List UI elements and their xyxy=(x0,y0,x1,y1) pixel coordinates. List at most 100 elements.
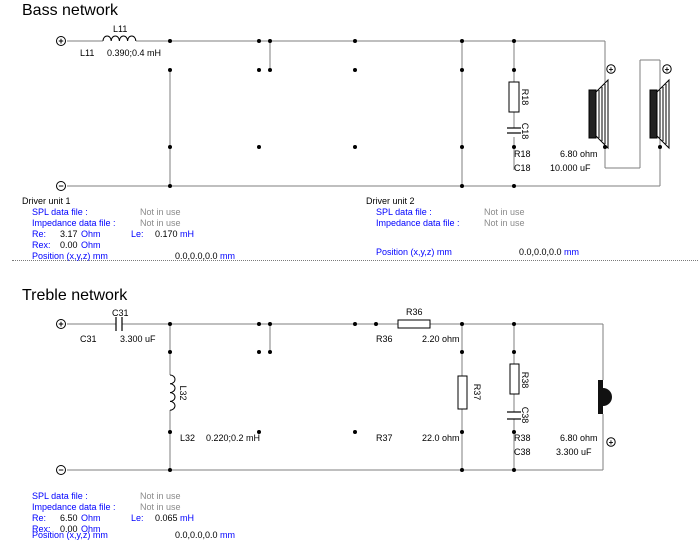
treble-le-unit: mH xyxy=(180,513,194,523)
c31-label-top: C31 xyxy=(112,308,129,318)
driver1-impedance-value: Not in use xyxy=(140,218,181,228)
treble-schematic: + − C31 C31 3.300 uF L32 L32 0.220;0.2 m… xyxy=(56,307,616,475)
r38-value: 6.80 ohm xyxy=(560,433,598,443)
driver1-spl-value: Not in use xyxy=(140,207,181,217)
r36-label-top: R36 xyxy=(406,307,423,317)
r38-label-rotated: R38 xyxy=(520,372,530,389)
treble-terminal-minus: − xyxy=(56,465,66,475)
treble-impedance-label: Impedance data file : xyxy=(32,502,116,512)
resistor-r38-icon[interactable] xyxy=(509,363,520,395)
driver1-rex-label: Rex: xyxy=(32,240,51,250)
driver2-position-unit: mm xyxy=(564,247,579,257)
c38-name: C38 xyxy=(514,447,531,457)
driver1-re-label: Re: xyxy=(32,229,47,239)
driver2-spl-label: SPL data file : xyxy=(376,207,432,217)
driver1-rex-unit: Ohm xyxy=(81,240,101,250)
resistor-r18-icon[interactable] xyxy=(508,81,520,113)
treble-position-unit: mm xyxy=(220,530,235,540)
treble-rex-unit: Ohm xyxy=(81,524,101,534)
r18-name: R18 xyxy=(514,149,531,159)
l32-value: 0.220;0.2 mH xyxy=(206,433,260,443)
driver1-impedance-label: Impedance data file : xyxy=(32,218,116,228)
r37-name: R37 xyxy=(376,433,393,443)
driver1-position-label: Position (x,y,z) mm xyxy=(32,251,108,261)
section-divider xyxy=(12,260,698,261)
treble-network-title: Treble network xyxy=(22,287,128,304)
driver-unit-1-title: Driver unit 1 xyxy=(22,196,71,206)
l11-label-top: L11 xyxy=(113,24,127,34)
treble-position-value: 0.0,0.0,0.0 xyxy=(175,530,218,540)
resistor-r37-icon[interactable] xyxy=(457,375,468,410)
capacitor-c38-icon[interactable] xyxy=(507,411,521,420)
r18-label-rotated: R18 xyxy=(520,89,530,106)
c18-label-rotated: C18 xyxy=(520,123,530,140)
bass-nodes xyxy=(168,39,662,188)
driver2-position-value: 0.0,0.0,0.0 xyxy=(519,247,562,257)
driver1-position-value: 0.0,0.0,0.0 xyxy=(175,251,218,261)
c18-name: C18 xyxy=(514,163,531,173)
resistor-r36-icon[interactable] xyxy=(397,319,431,329)
driver-1-plus-terminal: + xyxy=(606,64,616,74)
minus-sign-icon: − xyxy=(58,181,63,191)
inductor-l32-icon[interactable] xyxy=(169,374,176,411)
treble-terminal-plus: + xyxy=(56,319,66,329)
l32-name: L32 xyxy=(180,433,195,443)
driver1-re-value: 3.17 xyxy=(60,229,78,239)
r38-name: R38 xyxy=(514,433,531,443)
treble-position-label: Position (x,y,z) mm xyxy=(32,530,108,540)
r37-label-rotated: R37 xyxy=(472,384,482,401)
treble-nodes xyxy=(168,322,516,472)
woofer-driver-2-icon[interactable] xyxy=(649,78,670,150)
bass-terminal-minus: − xyxy=(56,181,66,191)
driver2-impedance-label: Impedance data file : xyxy=(376,218,460,228)
c31-name: C31 xyxy=(80,334,97,344)
plus-sign-icon: + xyxy=(609,65,614,74)
treble-le-label: Le: xyxy=(131,513,144,523)
treble-rex-value: 0.00 xyxy=(60,524,78,534)
driver-unit-2-title: Driver unit 2 xyxy=(366,196,415,206)
treble-re-unit: Ohm xyxy=(81,513,101,523)
r37-value: 22.0 ohm xyxy=(422,433,460,443)
c18-value: 10.000 uF xyxy=(550,163,591,173)
tweeter-plus-terminal: + xyxy=(606,437,616,447)
minus-sign-icon: − xyxy=(58,465,63,475)
capacitor-c31-icon[interactable] xyxy=(115,317,123,331)
treble-impedance-value: Not in use xyxy=(140,502,181,512)
driver1-spl-label: SPL data file : xyxy=(32,207,88,217)
r36-value: 2.20 ohm xyxy=(422,334,460,344)
driver1-le-label: Le: xyxy=(131,229,144,239)
treble-rex-label: Rex: xyxy=(32,524,51,534)
r18-value: 6.80 ohm xyxy=(560,149,598,159)
plus-sign-icon: + xyxy=(58,36,63,46)
c38-label-rotated: C38 xyxy=(520,407,530,424)
treble-spl-value: Not in use xyxy=(140,491,181,501)
l11-name: L11 xyxy=(80,48,94,58)
driver2-position-label: Position (x,y,z) mm xyxy=(376,247,452,257)
plus-sign-icon: + xyxy=(609,438,614,447)
capacitor-c18-icon[interactable] xyxy=(507,127,521,134)
driver1-le-unit: mH xyxy=(180,229,194,239)
plus-sign-icon: + xyxy=(58,319,63,329)
tweeter-driver-icon[interactable] xyxy=(598,380,612,414)
driver2-spl-value: Not in use xyxy=(484,207,525,217)
driver2-impedance-value: Not in use xyxy=(484,218,525,228)
treble-re-value: 6.50 xyxy=(60,513,78,523)
driver1-rex-value: 0.00 xyxy=(60,240,78,250)
driver1-le-value: 0.170 xyxy=(155,229,178,239)
l11-value: 0.390;0.4 mH xyxy=(107,48,161,58)
c38-value: 3.300 uF xyxy=(556,447,592,457)
treble-re-label: Re: xyxy=(32,513,47,523)
plus-sign-icon: + xyxy=(665,65,670,74)
r36-name: R36 xyxy=(376,334,393,344)
driver1-re-unit: Ohm xyxy=(81,229,101,239)
l32-label-rotated: L32 xyxy=(178,385,188,400)
treble-spl-label: SPL data file : xyxy=(32,491,88,501)
driver1-position-unit: mm xyxy=(220,251,235,261)
c31-value: 3.300 uF xyxy=(120,334,156,344)
bass-schematic: + − L11 L11 0.390;0.4 mH R18 C18 R18 6.8… xyxy=(56,24,672,191)
driver-2-plus-terminal: + xyxy=(662,64,672,74)
woofer-driver-1-icon[interactable] xyxy=(588,78,609,150)
inductor-l11-icon[interactable] xyxy=(102,35,137,42)
bass-terminal-plus: + xyxy=(56,36,66,46)
treble-le-value: 0.065 xyxy=(155,513,178,523)
